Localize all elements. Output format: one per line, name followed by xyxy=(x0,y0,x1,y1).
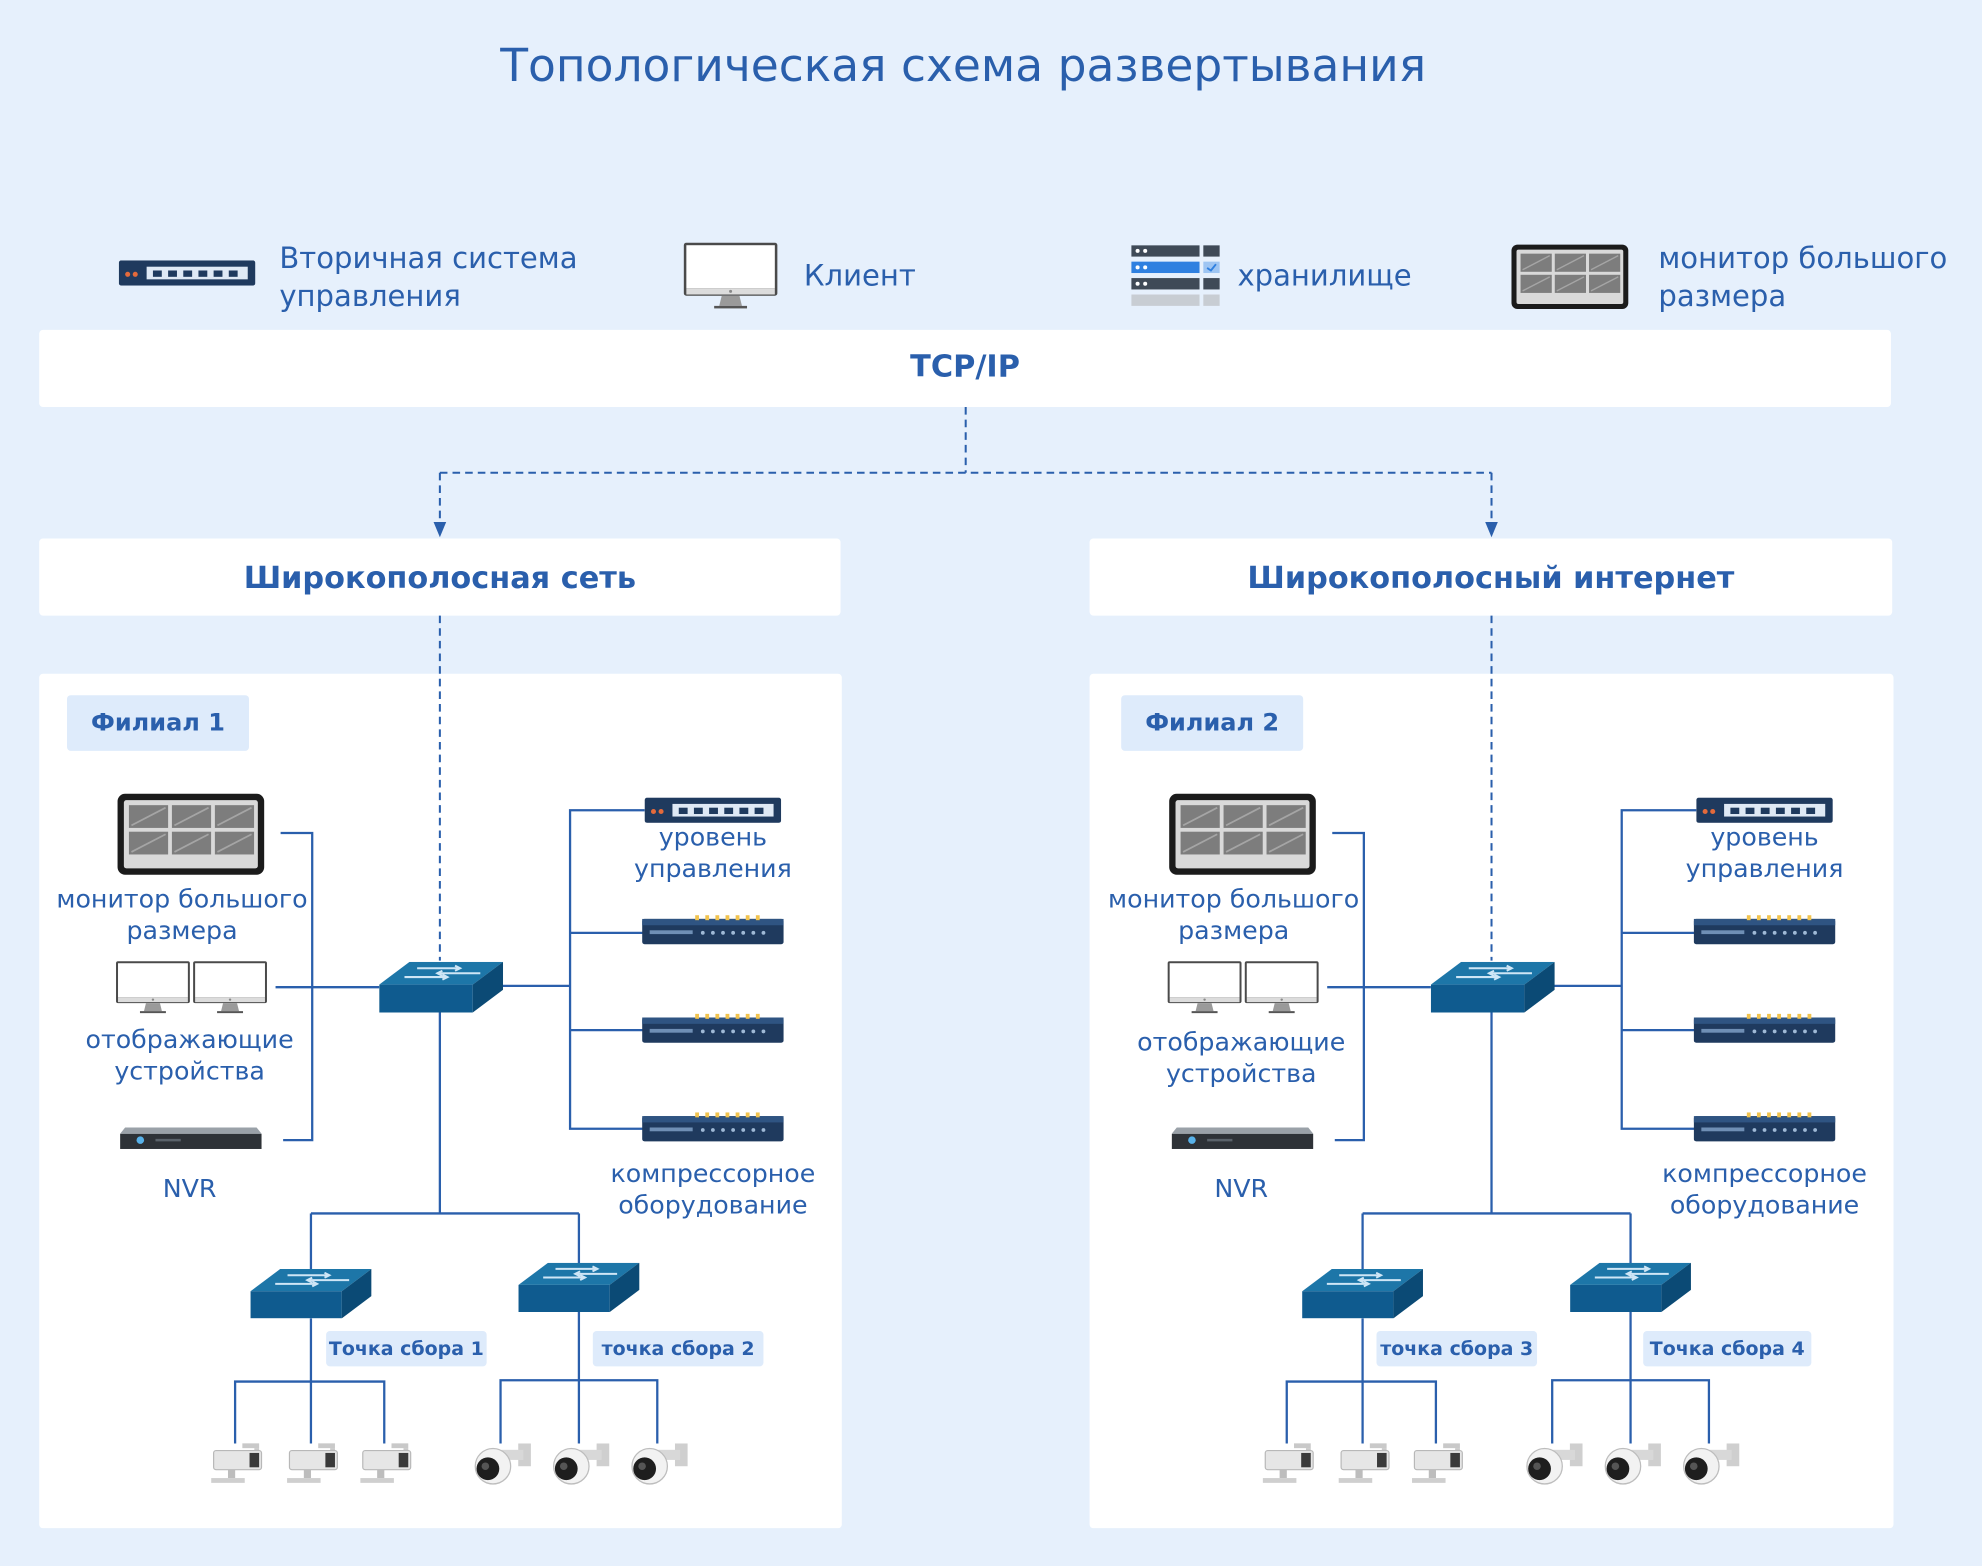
branch-1-agg-b-tag: точка сбора 2 xyxy=(592,1330,764,1367)
encoder-device-icon xyxy=(642,915,784,945)
nvr-icon xyxy=(1172,1125,1314,1150)
branch-1-mgmt-label: уровень управления xyxy=(633,821,792,884)
branch-1-agg-a-tag: Точка сбора 1 xyxy=(326,1330,487,1367)
aggregation-switch-icon xyxy=(250,1269,371,1318)
bullet-camera-icon xyxy=(281,1441,344,1487)
legend-secondary-label: Вторичная система управления xyxy=(279,242,578,314)
branch-2-displays-label: отображающие устройства xyxy=(1137,1026,1346,1089)
branch-1-tag: Филиал 1 xyxy=(66,695,250,751)
tcpip-bar xyxy=(39,329,1891,408)
branch-1-displays-label: отображающие устройства xyxy=(85,1023,294,1086)
dome-camera-icon xyxy=(1600,1438,1663,1486)
branch-1-wall-label: монитор большого размера xyxy=(56,883,308,946)
nvr-icon xyxy=(120,1125,262,1150)
bullet-camera-icon xyxy=(354,1441,417,1487)
encoder-device-icon xyxy=(1694,915,1836,945)
branch-2-mgmt-label: уровень управления xyxy=(1685,821,1844,884)
display-monitor-icon xyxy=(192,958,268,1016)
bullet-camera-icon xyxy=(1332,1441,1395,1487)
dome-camera-icon xyxy=(470,1438,533,1486)
branch-2-agg-a-tag: точка сбора 3 xyxy=(1376,1330,1538,1367)
core-switch-icon xyxy=(1431,962,1555,1013)
management-switch-icon xyxy=(645,798,782,823)
branch-2-nvr-label: NVR xyxy=(1214,1172,1269,1204)
branch-2-encoder-label: компрессорное оборудование xyxy=(1662,1157,1867,1220)
encoder-device-icon xyxy=(642,1112,784,1142)
display-monitor-icon xyxy=(1244,958,1320,1016)
video-wall-icon xyxy=(116,793,265,876)
aggregation-switch-icon xyxy=(1570,1263,1691,1312)
network-left-label: Широкополосная сеть xyxy=(243,559,637,596)
encoder-device-icon xyxy=(1694,1112,1836,1142)
dome-camera-icon xyxy=(627,1438,690,1486)
dome-camera-icon xyxy=(549,1438,612,1486)
page-title: Топологическая схема развертывания xyxy=(500,40,1427,93)
bullet-camera-icon xyxy=(205,1441,268,1487)
legend-client-label: Клиент xyxy=(803,260,916,294)
bullet-camera-icon xyxy=(1256,1441,1319,1487)
aggregation-switch-icon xyxy=(1302,1269,1423,1318)
encoder-device-icon xyxy=(1694,1014,1836,1044)
branch-2-tag: Филиал 2 xyxy=(1121,695,1304,751)
core-switch-icon xyxy=(379,962,503,1013)
management-switch-icon xyxy=(1696,798,1833,823)
tcpip-label: TCP/IP xyxy=(910,348,1020,385)
branch-1-nvr-label: NVR xyxy=(162,1172,217,1204)
display-monitor-icon xyxy=(1167,958,1243,1016)
video-wall-icon xyxy=(1168,793,1317,876)
network-bar-left xyxy=(39,538,841,616)
aggregation-switch-icon xyxy=(518,1263,639,1312)
legend-wall-label: монитор большого размера xyxy=(1658,242,1948,314)
network-bar-right xyxy=(1089,538,1893,616)
network-right-label: Широкополосный интернет xyxy=(1247,559,1735,596)
dome-camera-icon xyxy=(1679,1438,1742,1486)
encoder-device-icon xyxy=(642,1014,784,1044)
legend-storage-label: хранилище xyxy=(1237,260,1412,294)
branch-1-encoder-label: компрессорное оборудование xyxy=(610,1157,816,1220)
dome-camera-icon xyxy=(1522,1438,1585,1486)
bullet-camera-icon xyxy=(1406,1441,1469,1487)
branch-2-wall-label: монитор большого размера xyxy=(1108,883,1360,946)
branch-2-agg-b-tag: Точка сбора 4 xyxy=(1643,1330,1812,1367)
display-monitor-icon xyxy=(115,958,191,1016)
